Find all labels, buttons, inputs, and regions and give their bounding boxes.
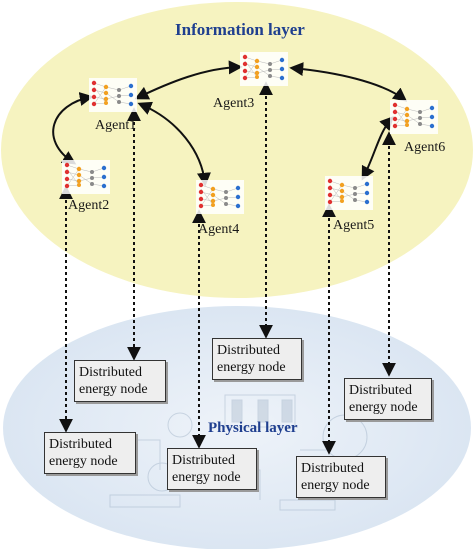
agent2-label: Agent2	[68, 198, 110, 213]
agent2-neural-network-icon	[62, 160, 110, 194]
agent4-label: Agent4	[198, 222, 240, 237]
agent1-label: Agent1	[95, 118, 137, 133]
information-layer-ellipse	[1, 2, 473, 298]
energy-node-agent2: Distributed energy node	[44, 432, 136, 474]
energy-node-line1: Distributed	[49, 437, 112, 452]
energy-node-line1: Distributed	[79, 365, 142, 380]
physical-equipment-background	[109, 394, 368, 511]
agent5-label: Agent5	[333, 218, 375, 233]
energy-node-line2: energy node	[349, 400, 418, 415]
energy-node-agent1: Distributed energy node	[74, 360, 166, 402]
physical-layer-title: Physical layer	[208, 420, 298, 436]
link-agent5-agent6	[361, 115, 394, 181]
agent3-label: Agent3	[213, 96, 255, 111]
link-agent1-agent3	[134, 60, 243, 100]
energy-node-line2: energy node	[217, 360, 286, 375]
energy-node-line2: energy node	[172, 470, 241, 485]
energy-node-line1: Distributed	[349, 383, 412, 398]
energy-node-line2: energy node	[301, 478, 370, 493]
energy-node-agent4: Distributed energy node	[167, 448, 257, 490]
link-agent3-agent6	[289, 62, 408, 102]
information-layer-title: Information layer	[175, 20, 305, 39]
agent6-neural-network-icon	[390, 100, 438, 134]
agent6-label: Agent6	[404, 140, 446, 155]
energy-node-line2: energy node	[79, 382, 148, 397]
link-agent1-agent2	[52, 92, 94, 165]
agent4-neural-network-icon	[196, 180, 244, 214]
agent3-neural-network-icon	[240, 52, 288, 86]
energy-node-line1: Distributed	[172, 453, 235, 468]
energy-node-agent3: Distributed energy node	[212, 338, 302, 380]
link-agent1-agent4	[137, 101, 211, 187]
energy-node-line1: Distributed	[301, 461, 364, 476]
agent5-neural-network-icon	[325, 176, 373, 210]
energy-node-agent5: Distributed energy node	[296, 456, 386, 498]
energy-node-line1: Distributed	[217, 343, 280, 358]
energy-node-line2: energy node	[49, 454, 118, 469]
energy-node-agent6: Distributed energy node	[344, 378, 432, 420]
agent1-neural-network-icon	[89, 78, 137, 112]
